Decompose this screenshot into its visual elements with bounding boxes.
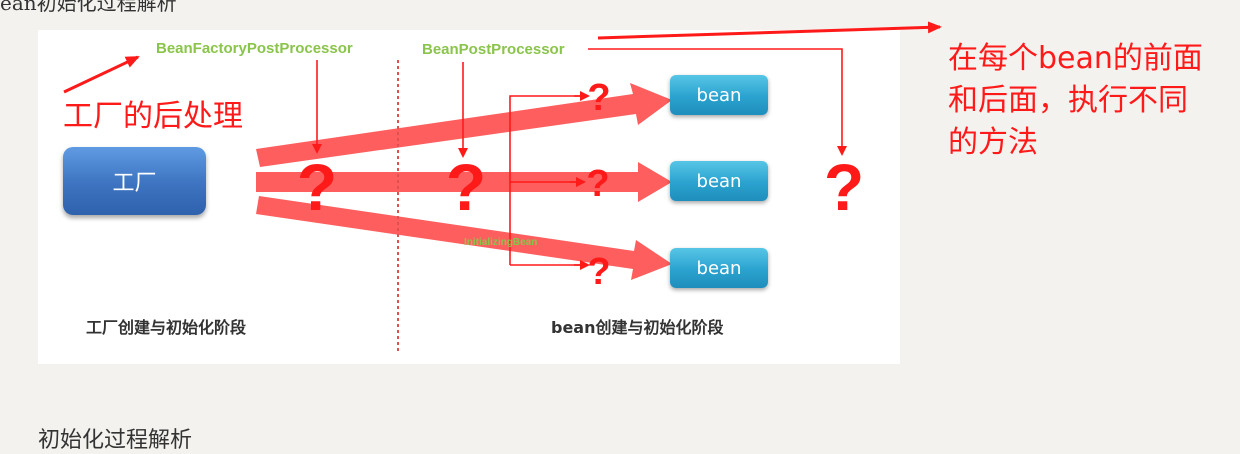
right-annotation-line: 在每个bean的前面 — [948, 41, 1203, 76]
factory-post-annotation: 工厂的后处理 — [63, 99, 243, 134]
flow-arrow-middle — [256, 162, 672, 202]
bean-box-bottom: bean — [670, 248, 768, 288]
flow-arrow-top — [256, 83, 672, 167]
factory-post-processor-label: BeanFactoryPostProcessor — [156, 40, 353, 57]
question-mark-bean-bottom: ? — [587, 251, 610, 293]
flow-arrow-bottom — [256, 196, 672, 280]
page-heading-top: ean初始化过程解析 — [0, 0, 177, 15]
page-heading-bottom: 初始化过程解析 — [38, 428, 193, 453]
right-annotation-line: 的方法 — [948, 125, 1038, 160]
question-mark-bean-middle: ? — [586, 163, 609, 205]
bean-post-to-after-pointer — [588, 48, 847, 156]
bean-init-diagram: ? ? ? ? ? ? 工厂 bean bean bean BeanFactor… — [38, 30, 900, 364]
bean-post-processor-label: BeanPostProcessor — [422, 41, 565, 58]
question-mark-after: ? — [824, 150, 864, 224]
right-annotation-line: 和后面，执行不同 — [948, 83, 1188, 118]
factory-box: 工厂 — [63, 147, 206, 215]
bean-box-top: bean — [670, 75, 768, 115]
question-mark-before: ? — [446, 150, 486, 224]
initializing-bean-label: InitializingBean — [464, 237, 538, 248]
bean-box-middle: bean — [670, 161, 768, 201]
bean-stage-label: bean创建与初始化阶段 — [551, 318, 724, 337]
right-annotation: 在每个bean的前面 和后面，执行不同 的方法 — [948, 38, 1203, 164]
diagram-canvas: ? ? ? ? ? ? — [256, 48, 864, 354]
factory-stage-label: 工厂创建与初始化阶段 — [86, 318, 247, 337]
question-mark-factory: ? — [297, 150, 337, 224]
question-mark-bean-top: ? — [587, 77, 610, 119]
